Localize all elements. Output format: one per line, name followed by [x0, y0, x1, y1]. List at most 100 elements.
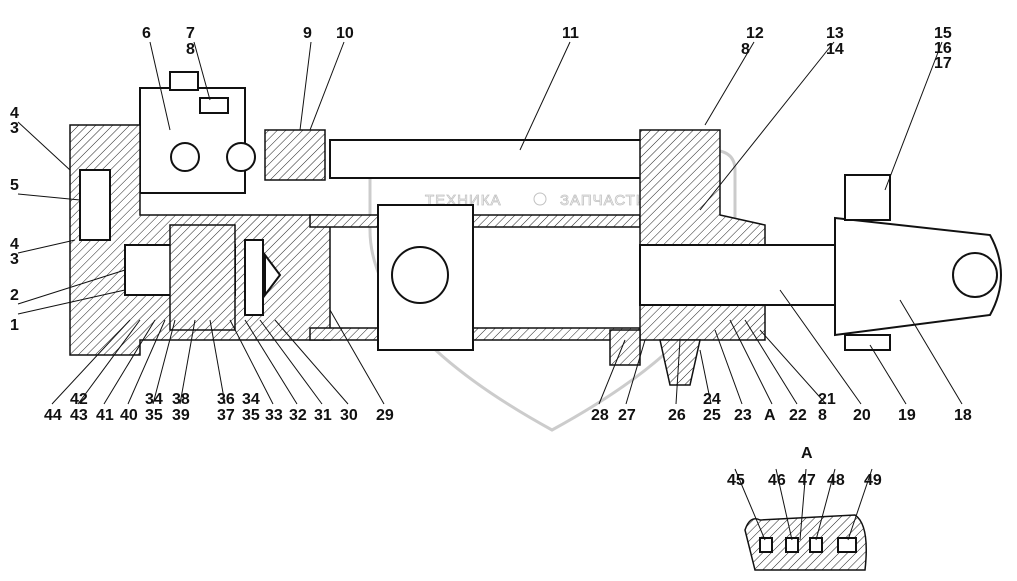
- callout-label: 4: [10, 105, 19, 122]
- leader-line: [675, 339, 681, 405]
- callout-label: 23: [734, 407, 752, 424]
- leader-line: [704, 41, 755, 126]
- callout-label: 10: [336, 25, 354, 42]
- leader-line: [179, 319, 196, 405]
- watermark-text-right: ЗАПЧАСТИ: [560, 192, 648, 209]
- leader-line: [734, 468, 766, 541]
- callout-label: 6: [142, 25, 151, 42]
- callout-label: 25: [703, 407, 721, 424]
- leader-line: [519, 41, 571, 151]
- leader-line: [17, 289, 126, 315]
- callout-label: 31: [314, 407, 332, 424]
- callout-label: 8: [818, 407, 827, 424]
- leader-line: [127, 319, 166, 405]
- leader-line: [209, 319, 226, 405]
- callout-label: 1: [10, 317, 19, 334]
- detail-title: A: [801, 445, 813, 462]
- leader-line: [869, 344, 907, 405]
- callout-label: 14: [826, 41, 844, 58]
- callout-label: 15: [934, 25, 952, 42]
- leader-line: [759, 329, 827, 405]
- leader-line: [17, 269, 126, 305]
- callout-label: 27: [618, 407, 636, 424]
- callout-label: 33: [265, 407, 283, 424]
- callout-label: 13: [826, 25, 844, 42]
- leader-line: [884, 41, 943, 191]
- leader-line: [244, 319, 298, 405]
- callout-label: 29: [376, 407, 394, 424]
- leader-line: [309, 41, 345, 131]
- detail-view-a: A: [744, 445, 867, 571]
- leader-line: [714, 329, 743, 405]
- callout-label: 17: [934, 55, 952, 72]
- callout-label: 48: [827, 472, 845, 489]
- leader-line: [815, 468, 836, 541]
- callout-label: 3: [10, 251, 19, 268]
- leader-line: [152, 319, 176, 405]
- callout-label: 28: [591, 407, 609, 424]
- callout-label: 35: [145, 407, 163, 424]
- leader-line: [274, 319, 349, 405]
- callout-label: A: [764, 407, 776, 424]
- callout-label: 24: [703, 391, 721, 408]
- leader-line: [847, 468, 873, 541]
- callout-label: 26: [668, 407, 686, 424]
- callout-label: 4: [10, 236, 19, 253]
- callout-label: 44: [44, 407, 62, 424]
- leader-line: [51, 319, 131, 405]
- callout-label: 34: [242, 391, 260, 408]
- leader-line: [729, 319, 773, 405]
- leader-line: [17, 239, 76, 254]
- callout-label: 9: [303, 25, 312, 42]
- leader-line: [103, 319, 156, 405]
- callout-label: 49: [864, 472, 882, 489]
- callout-label: 45: [727, 472, 745, 489]
- callout-label: 16: [934, 40, 952, 57]
- callout-label: 21: [818, 391, 836, 408]
- leader-line: [329, 309, 385, 405]
- leader-line: [193, 41, 211, 101]
- piston-rod: [609, 129, 1002, 386]
- leader-line: [149, 41, 171, 131]
- leader-lines: [17, 41, 963, 541]
- leader-line: [299, 41, 312, 131]
- callout-label: 3: [10, 120, 19, 137]
- callout-label: 42: [70, 391, 88, 408]
- leader-line: [625, 339, 646, 405]
- callout-label: 2: [10, 287, 19, 304]
- leader-line: [744, 319, 798, 405]
- leader-line: [229, 319, 274, 405]
- callout-label: 41: [96, 407, 114, 424]
- callout-label: 34: [145, 391, 163, 408]
- leader-line: [899, 299, 963, 405]
- callout-label: 18: [954, 407, 972, 424]
- callout-label: 30: [340, 407, 358, 424]
- leader-line: [259, 319, 323, 405]
- callout-label: 35: [242, 407, 260, 424]
- callout-label: 32: [289, 407, 307, 424]
- callout-label: 47: [798, 472, 816, 489]
- cylinder-head-block: [69, 71, 331, 356]
- callout-label: 39: [172, 407, 190, 424]
- callout-label: 22: [789, 407, 807, 424]
- callout-label: 43: [70, 407, 88, 424]
- callout-label: 38: [172, 391, 190, 408]
- leader-line: [779, 289, 862, 405]
- callout-label: 11: [562, 25, 579, 42]
- leader-line: [17, 193, 81, 201]
- leader-line: [699, 349, 712, 405]
- callout-label: 19: [898, 407, 916, 424]
- callout-label: 46: [768, 472, 786, 489]
- cylinder-barrel: [309, 139, 651, 351]
- callout-label: 37: [217, 407, 235, 424]
- callout-label: 36: [217, 391, 235, 408]
- callout-label: 5: [10, 177, 19, 194]
- leader-line: [77, 319, 141, 405]
- callout-label: 12: [746, 25, 764, 42]
- callout-label: 40: [120, 407, 138, 424]
- leader-line: [598, 339, 626, 405]
- leader-line: [775, 468, 793, 541]
